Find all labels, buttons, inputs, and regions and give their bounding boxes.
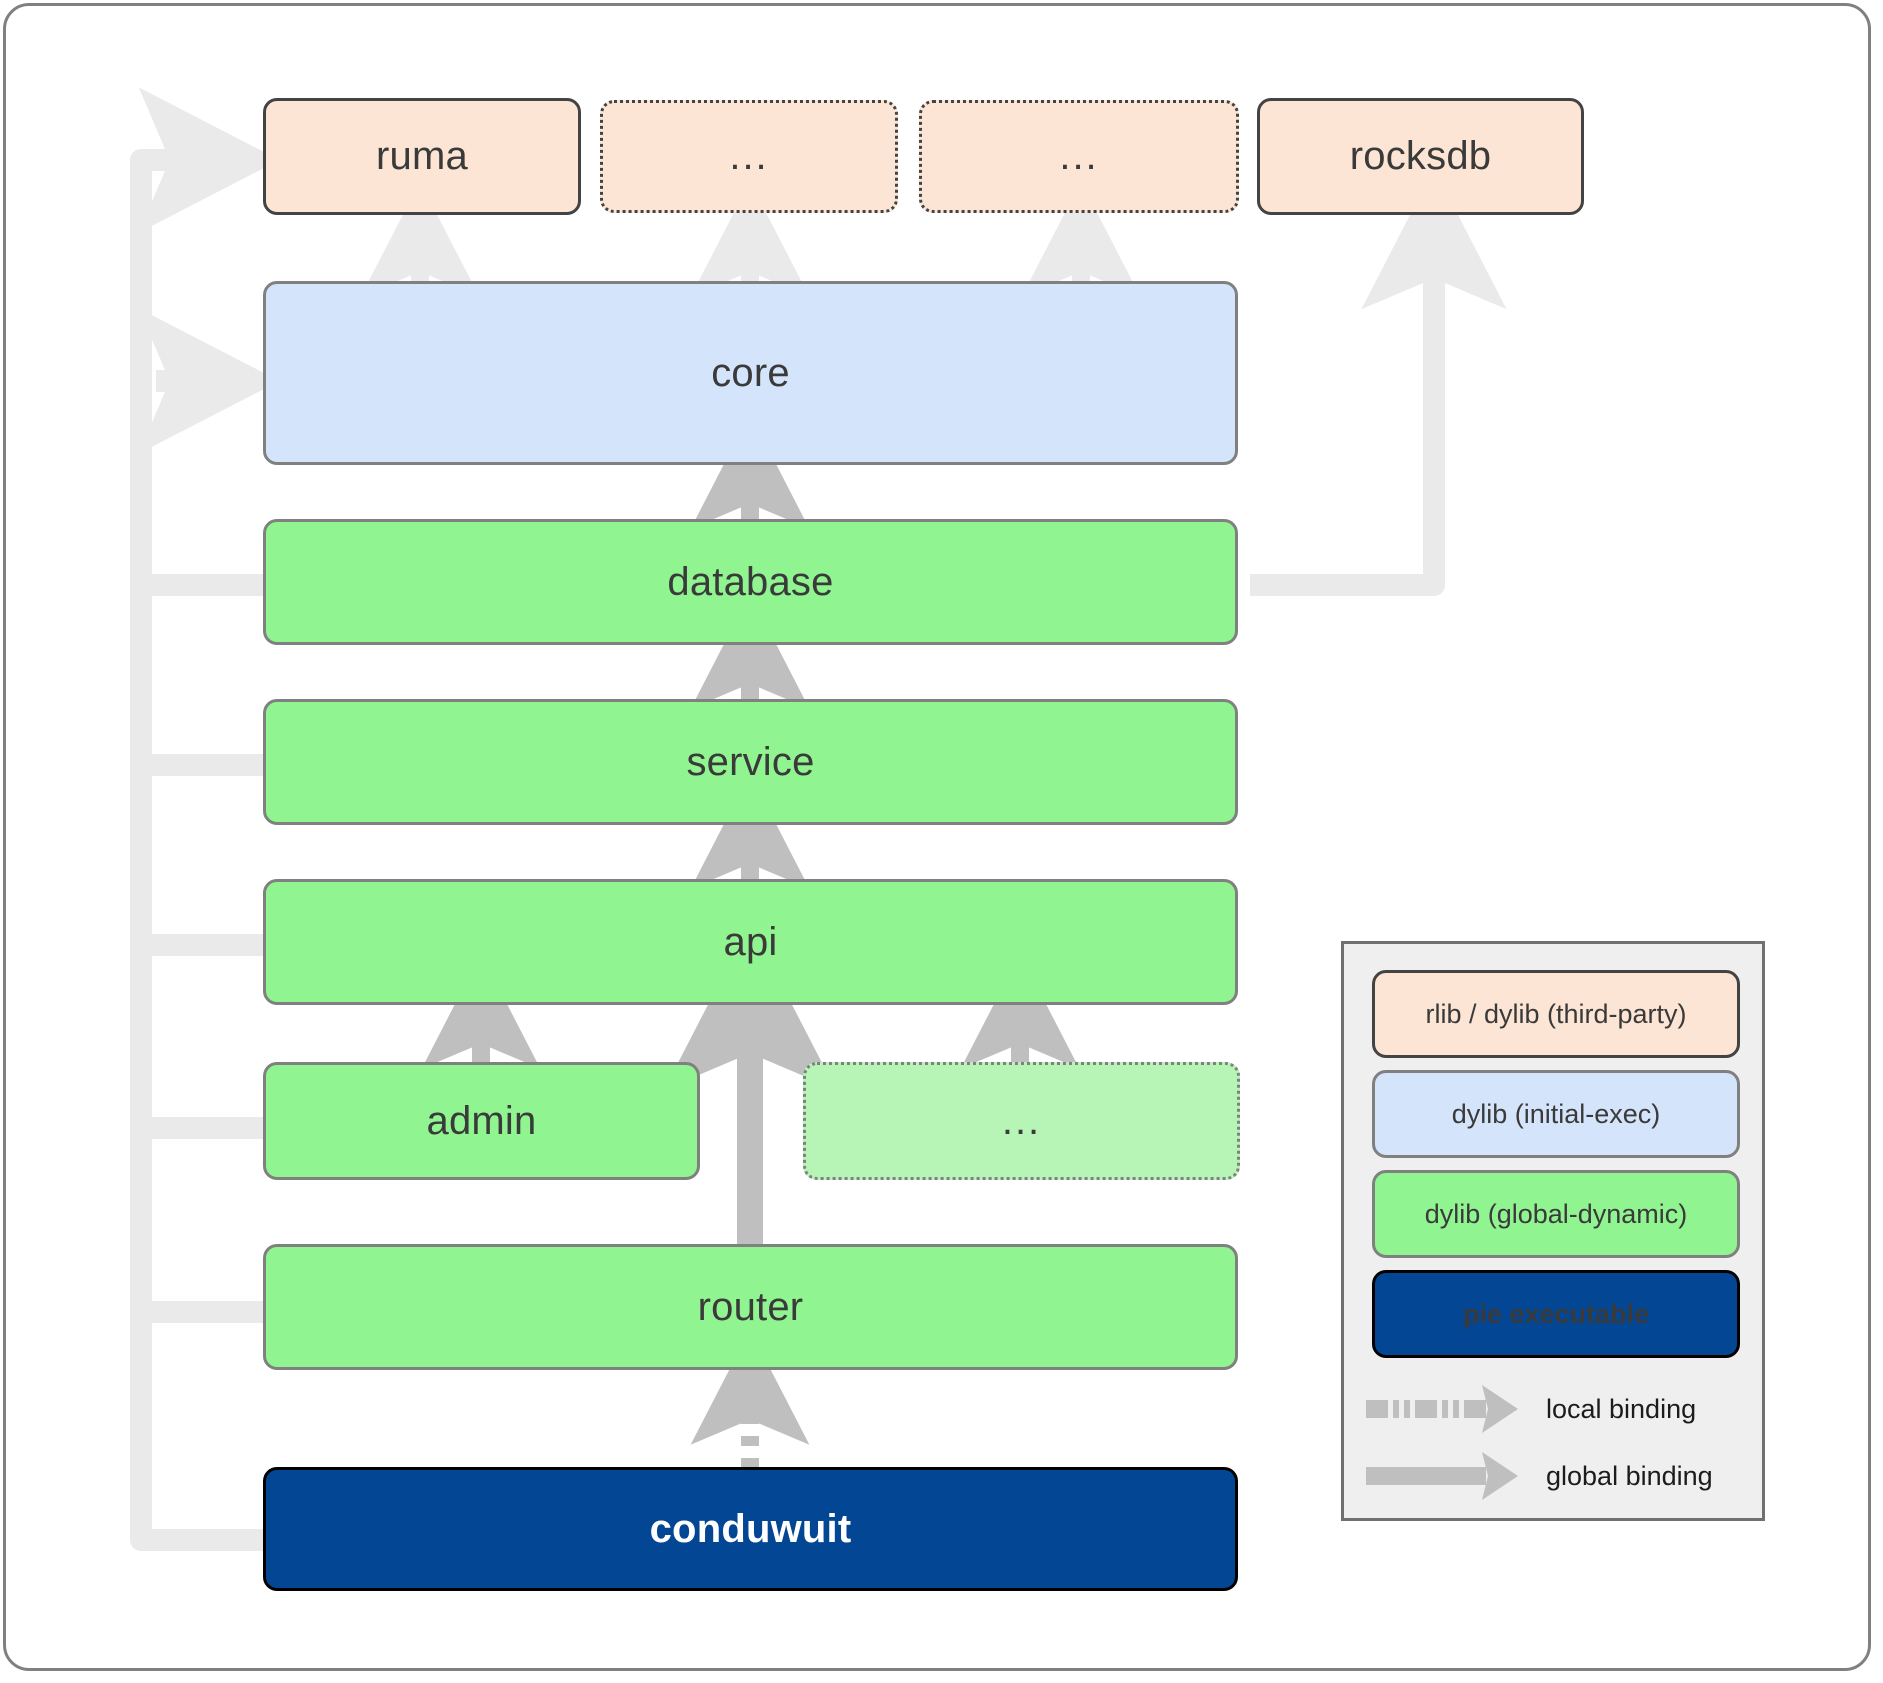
node-service[interactable]: service (263, 699, 1238, 825)
node-third-placeholder-2[interactable]: ... (919, 100, 1239, 213)
node-label: api (723, 919, 778, 964)
node-conduwuit[interactable]: conduwuit (263, 1467, 1238, 1591)
node-label: rocksdb (1349, 134, 1492, 178)
legend-swatch-third-party: rlib / dylib (third-party) (1372, 970, 1740, 1058)
node-label: service (686, 739, 815, 784)
node-label: admin (426, 1098, 537, 1143)
node-label: router (697, 1284, 804, 1329)
legend-arrow-label: global binding (1546, 1460, 1713, 1491)
global-binding-arrow-icon (1366, 1452, 1518, 1500)
node-label: ... (729, 134, 769, 178)
local-binding-arrow-icon (1366, 1385, 1518, 1433)
legend-swatch-initial-exec: dylib (initial-exec) (1372, 1070, 1740, 1158)
legend-swatch-pie-executable: pie executable (1372, 1270, 1740, 1358)
node-label: ruma (376, 134, 468, 178)
node-label: core (711, 350, 790, 395)
legend-swatch-global-dynamic: dylib (global-dynamic) (1372, 1170, 1740, 1258)
legend-swatch-label: rlib / dylib (third-party) (1425, 998, 1687, 1029)
node-api[interactable]: api (263, 879, 1238, 1005)
node-label: database (667, 559, 834, 604)
node-database[interactable]: database (263, 519, 1238, 645)
node-router[interactable]: router (263, 1244, 1238, 1370)
node-label: ... (1059, 134, 1099, 178)
node-admin[interactable]: admin (263, 1062, 700, 1180)
node-core[interactable]: core (263, 281, 1238, 465)
legend-swatch-label: dylib (global-dynamic) (1424, 1198, 1688, 1229)
node-label: ... (1001, 1098, 1042, 1143)
node-rocksdb[interactable]: rocksdb (1257, 98, 1584, 215)
node-label: conduwuit (649, 1506, 852, 1551)
legend-arrow-label: local binding (1546, 1393, 1697, 1424)
legend-row-local-binding: local binding (1364, 1379, 1748, 1439)
node-third-placeholder-1[interactable]: ... (600, 100, 898, 213)
legend-panel: rlib / dylib (third-party) dylib (initia… (1341, 941, 1765, 1521)
legend-row-global-binding: global binding (1364, 1446, 1748, 1506)
legend-swatch-label: pie executable (1462, 1298, 1650, 1329)
legend-swatch-label: dylib (initial-exec) (1451, 1098, 1661, 1129)
node-ruma[interactable]: ruma (263, 98, 581, 215)
node-api-placeholder[interactable]: ... (803, 1062, 1240, 1180)
